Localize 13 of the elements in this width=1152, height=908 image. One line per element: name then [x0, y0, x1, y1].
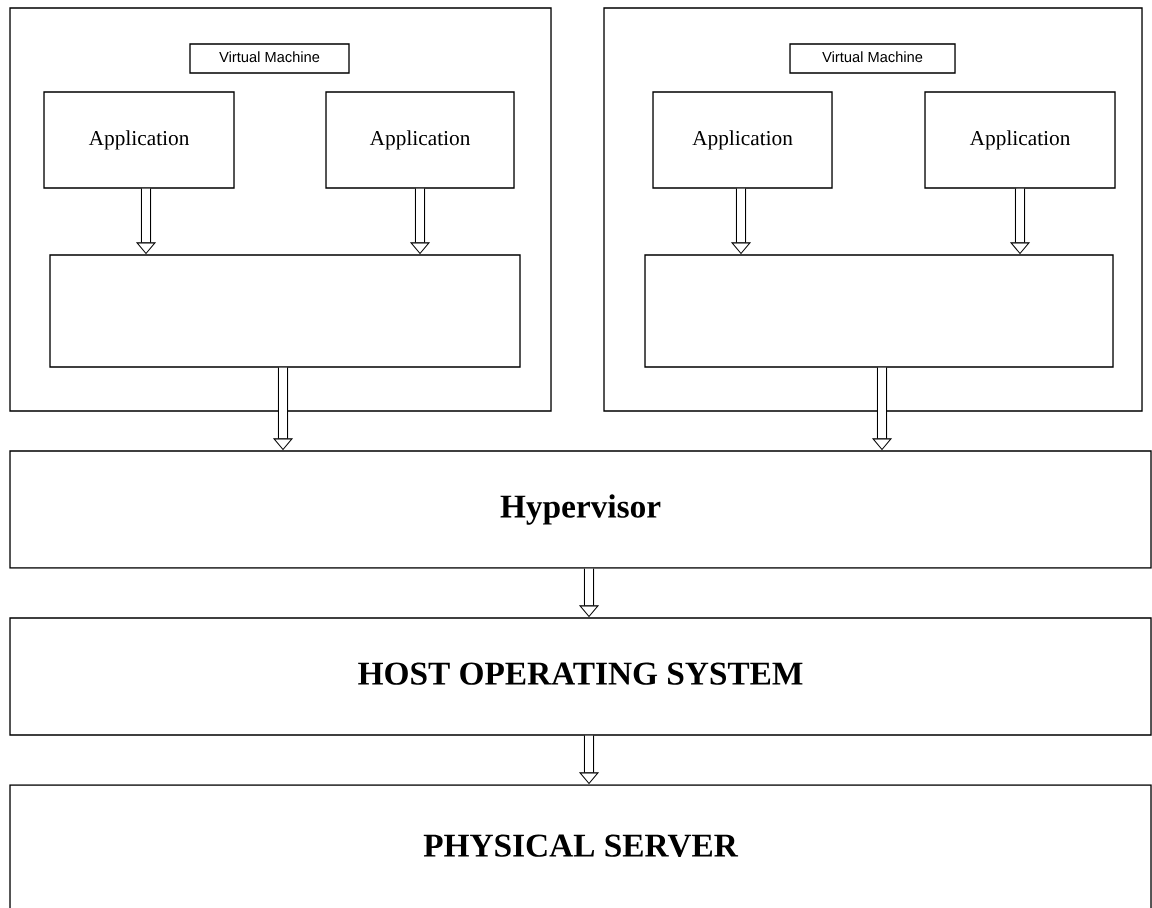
- label-box: Virtual Machine: [789, 43, 956, 74]
- application-box: Application: [43, 91, 235, 189]
- virtual-machine-frame: [603, 7, 1143, 412]
- application-box: Application: [325, 91, 515, 189]
- layer-box: Hypervisor: [9, 450, 1152, 569]
- layer-box: PHYSICAL SERVER: [9, 784, 1152, 908]
- virtual-machine-frame: [9, 7, 552, 412]
- label-box: Virtual Machine: [189, 43, 350, 74]
- application-box: Application: [924, 91, 1116, 189]
- os-box: [644, 254, 1114, 368]
- application-box: Application: [652, 91, 833, 189]
- os-box: [49, 254, 521, 368]
- layer-box: HOST OPERATING SYSTEM: [9, 617, 1152, 736]
